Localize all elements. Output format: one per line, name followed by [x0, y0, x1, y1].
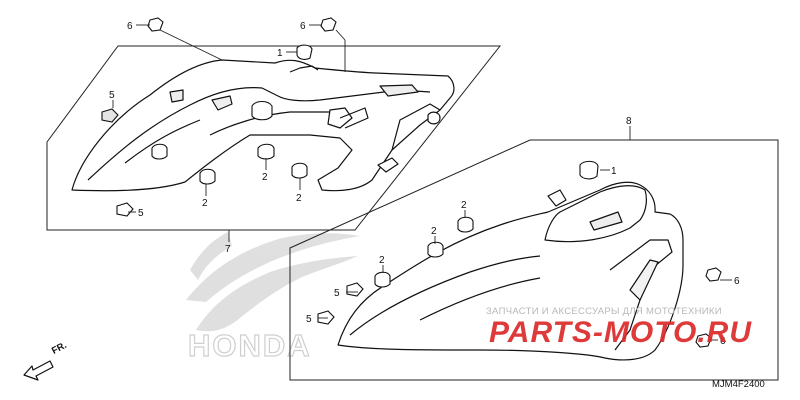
- rubber-2-f: [457, 216, 474, 233]
- upper-fairing-part: [71, 59, 455, 192]
- callout-5-a: 5: [109, 90, 115, 101]
- honda-logo-text: HONDA: [188, 328, 312, 363]
- rubber-2-d: [291, 162, 308, 179]
- callout-8: 8: [626, 116, 632, 127]
- callout-7: 7: [225, 244, 231, 255]
- clip-5-d: [317, 310, 335, 325]
- clip-5-c: [346, 282, 364, 297]
- rubber-2-c: [199, 168, 216, 185]
- watermark-brand: PARTS-MOTO.RU: [489, 316, 753, 349]
- group-7-box: [46, 45, 502, 231]
- bolt-6-a: [147, 17, 164, 32]
- callout-6-d: 6: [720, 336, 726, 347]
- callout-5-b: 5: [138, 208, 144, 219]
- rubber-2-g: [427, 241, 444, 258]
- grommet-1-a: [296, 44, 313, 60]
- callout-2-c: 2: [296, 193, 302, 204]
- callout-2-f: 2: [379, 255, 385, 266]
- callout-5-d: 5: [306, 314, 312, 325]
- leader-lines: [112, 24, 732, 341]
- clip-5-b: [116, 202, 134, 217]
- callout-2-b: 2: [202, 198, 208, 209]
- bolt-6-c: [705, 267, 722, 282]
- bolt-6-d: [695, 333, 712, 348]
- callouts: 6 6 1 5 5 2 2 2 7 8 1 2 2 2 5 5 6 6: [109, 21, 740, 347]
- grommet-1-b: [579, 160, 599, 180]
- callout-6-c: 6: [734, 276, 740, 287]
- rubber-2-e: [151, 143, 168, 160]
- bolt-6-b: [320, 17, 337, 32]
- callout-1-b: 1: [611, 166, 617, 177]
- callout-1-a: 1: [277, 48, 283, 59]
- upper-loose-parts: [101, 17, 337, 217]
- rubber-2-b: [257, 143, 275, 160]
- lower-loose-parts: [317, 160, 722, 348]
- callout-6-b: 6: [300, 21, 306, 32]
- rubber-2-h: [374, 271, 391, 288]
- honda-wing-logo: [186, 232, 360, 332]
- lower-side-cover-part: [337, 181, 684, 361]
- front-direction-arrow-icon: [23, 360, 54, 381]
- callout-6-a: 6: [127, 21, 133, 32]
- watermark-subtitle: ЗАПЧАСТИ И АКСЕССУАРЫ ДЛЯ МОТОТЕХНИКИ: [486, 306, 722, 317]
- diagram-code: MJM4F2400: [712, 379, 765, 390]
- rubber-2-a: [251, 100, 273, 121]
- callout-2-d: 2: [461, 200, 467, 211]
- clip-5-a: [101, 108, 119, 123]
- group-8-box: [289, 139, 779, 381]
- callout-2-a: 2: [262, 172, 268, 183]
- callout-2-e: 2: [431, 226, 437, 237]
- callout-5-c: 5: [334, 288, 340, 299]
